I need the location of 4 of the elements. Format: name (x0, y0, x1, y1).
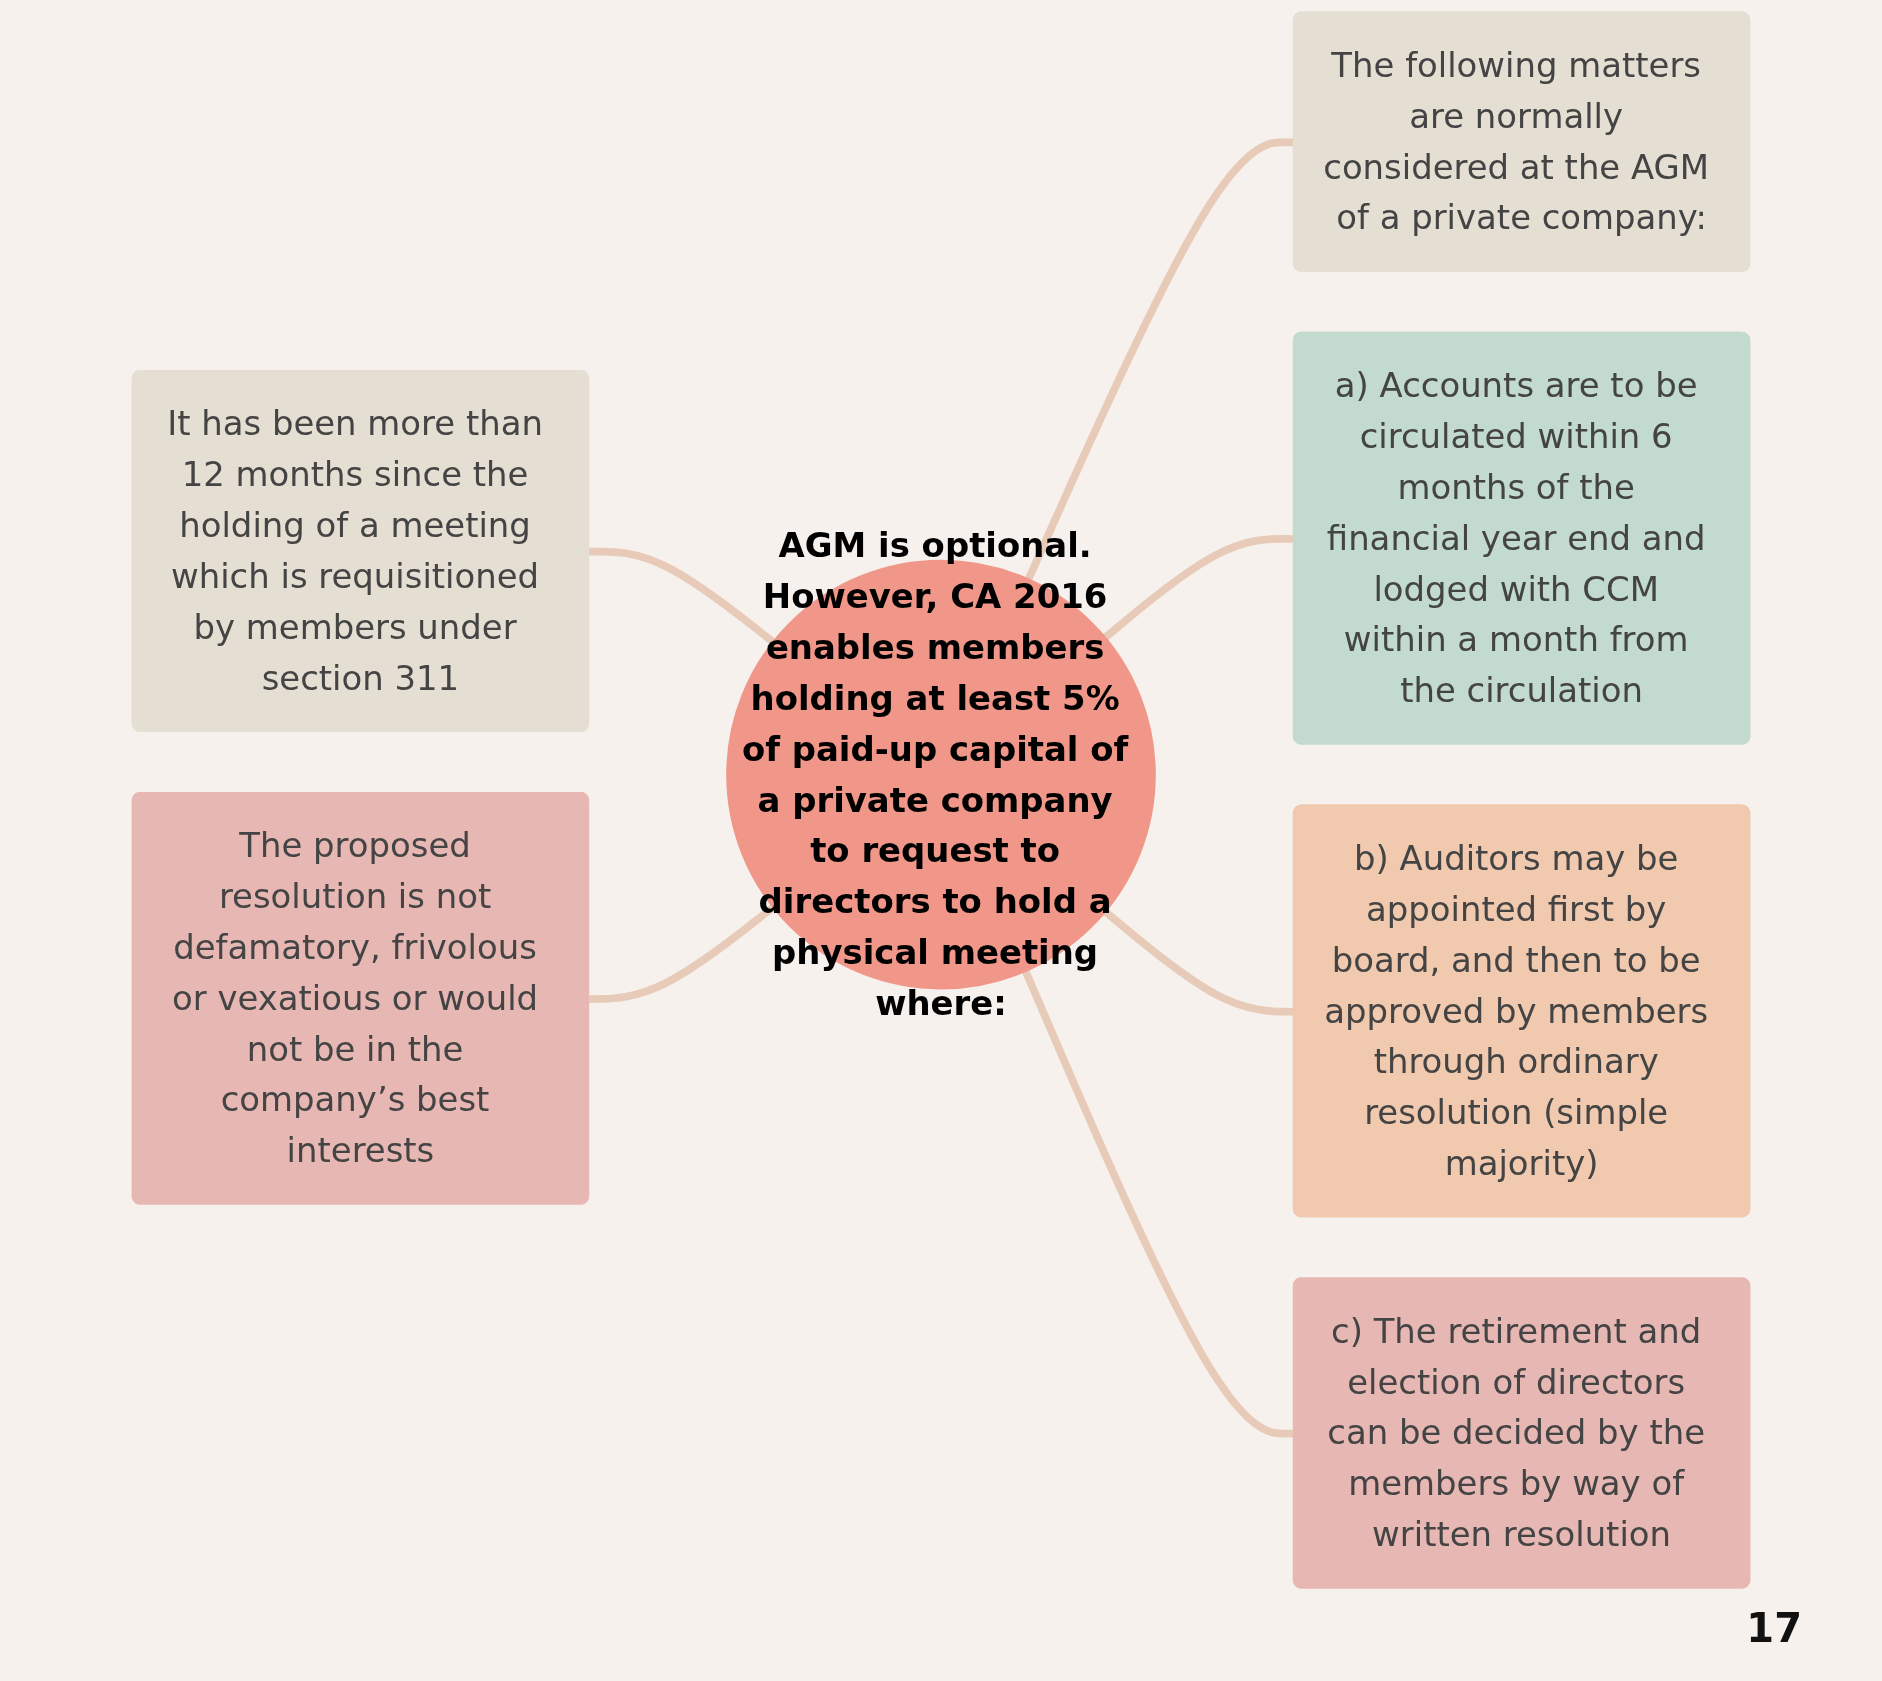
connector (589, 547, 776, 645)
page-number: 17 (1746, 1605, 1802, 1651)
connector (1102, 535, 1295, 641)
connector (1102, 908, 1295, 1016)
